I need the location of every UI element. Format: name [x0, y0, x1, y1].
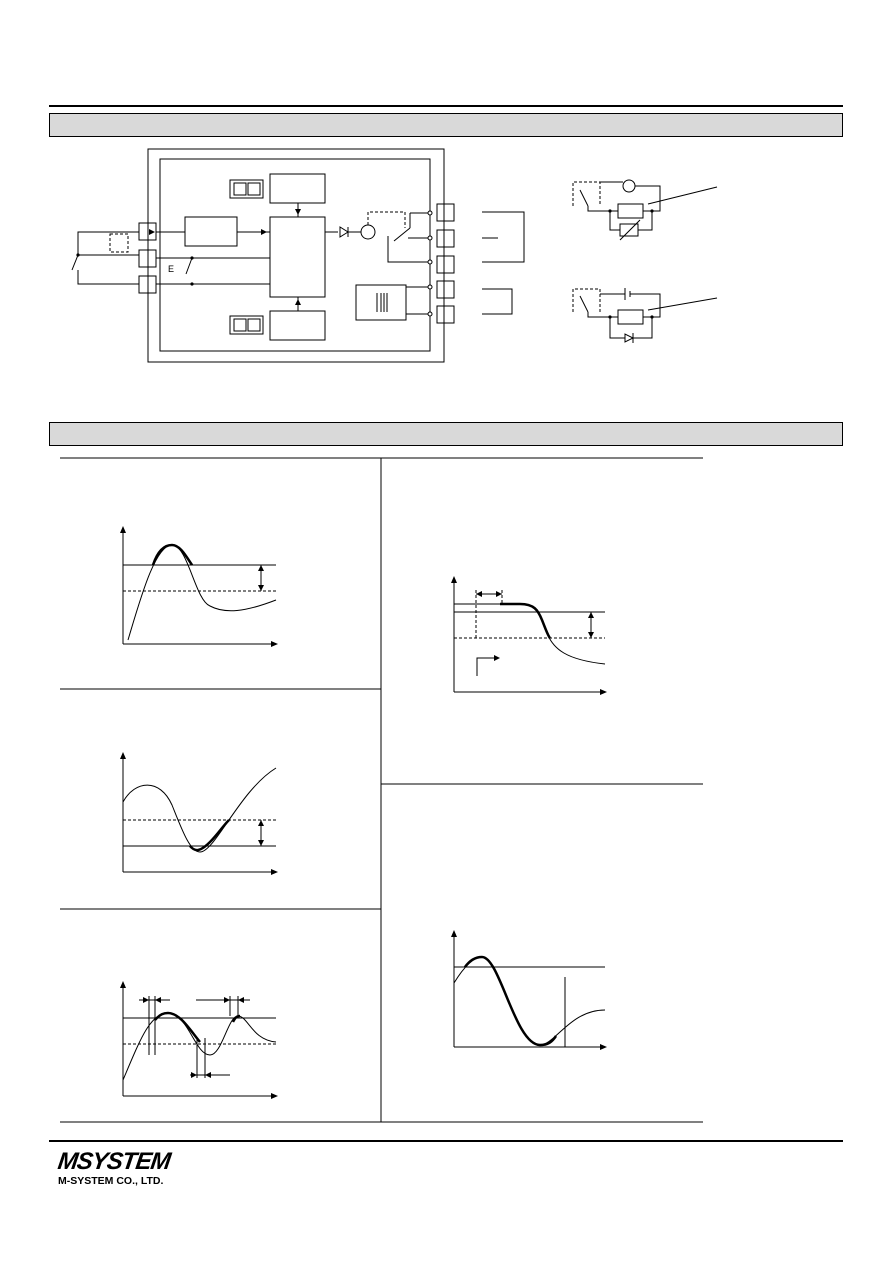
logo-wordmark: MSYSTEM [56, 1148, 172, 1175]
signal-curve [127, 544, 277, 641]
signal-curve [453, 956, 606, 1046]
signal-curve [122, 1012, 277, 1081]
e-label: E [168, 264, 174, 274]
company-logo: MSYSTEM M-SYSTEM CO., LTD. [56, 1148, 172, 1187]
company-name: M-SYSTEM CO., LTD. [58, 1175, 164, 1187]
section-band-operation [49, 422, 843, 446]
block-diagram: E [71, 148, 718, 363]
alarm-on-segment [151, 543, 194, 566]
footer-rule [49, 1140, 843, 1142]
section-band-block-diagram [49, 113, 843, 137]
header-rule [49, 105, 843, 107]
alarm-on-segment [189, 819, 230, 852]
